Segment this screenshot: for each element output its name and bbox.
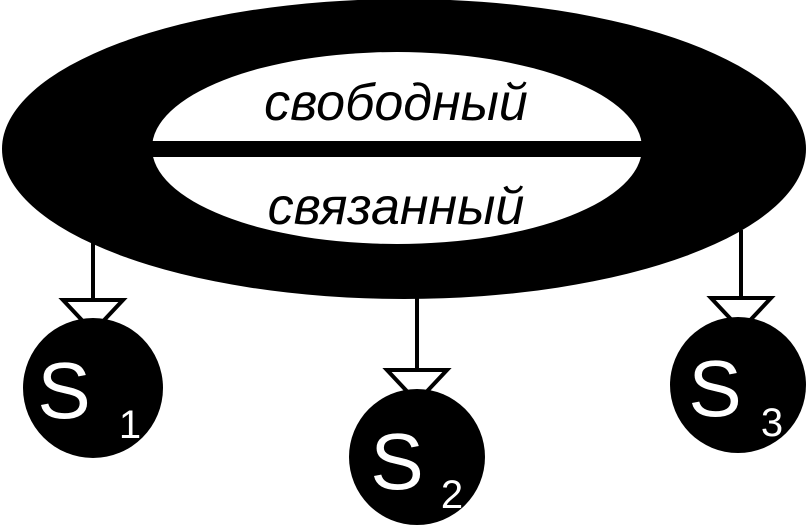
arrow-head-s3 bbox=[706, 296, 776, 333]
node-s2-subscript: 2 bbox=[441, 473, 463, 517]
arrow-to-s1 bbox=[58, 240, 128, 335]
node-s3-letter: S bbox=[688, 344, 741, 433]
node-s1-letter: S bbox=[37, 346, 90, 435]
node-s2-circle bbox=[349, 389, 485, 525]
bound-label: связанный bbox=[268, 178, 525, 236]
node-s1-subscript: 1 bbox=[119, 403, 141, 447]
node-s1: S 1 bbox=[23, 318, 163, 458]
divider-bar bbox=[150, 141, 654, 157]
free-label: свободный bbox=[264, 74, 528, 132]
arrow-to-s2 bbox=[382, 298, 452, 405]
node-s3: S 3 bbox=[670, 317, 806, 453]
node-s1-circle bbox=[23, 318, 163, 458]
arrow-head-s1 bbox=[58, 298, 128, 335]
node-s2-letter: S bbox=[370, 417, 423, 506]
arrow-to-s3 bbox=[706, 230, 776, 333]
node-s3-circle bbox=[670, 317, 806, 453]
node-s2: S 2 bbox=[349, 389, 485, 525]
arrow-head-s2 bbox=[382, 368, 452, 405]
node-s3-subscript: 3 bbox=[761, 401, 783, 445]
